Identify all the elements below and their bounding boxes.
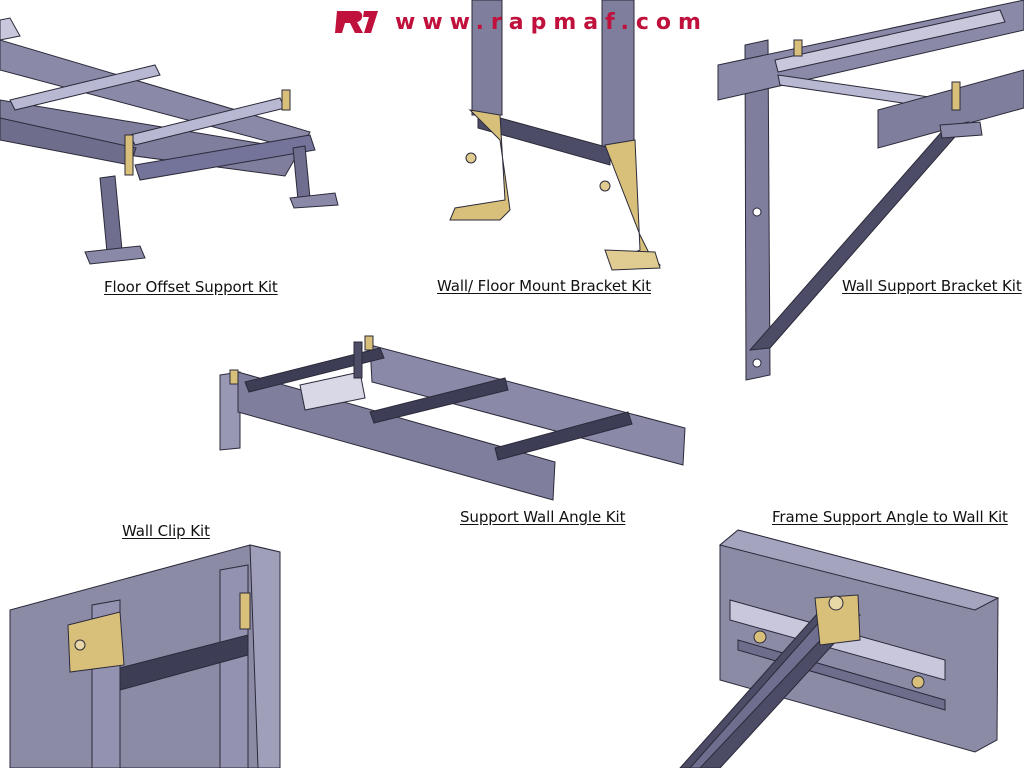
frame-support-angle-drawing	[679, 529, 1000, 768]
brand-header: www.rapmaf.com	[333, 6, 708, 38]
caption-wall-floor-mount-bracket-kit: Wall/ Floor Mount Bracket Kit	[437, 277, 651, 295]
support-wall-angle-drawing	[219, 335, 686, 501]
brand-url: www.rapmaf.com	[395, 9, 708, 35]
wall-floor-mount-drawing	[449, 0, 662, 271]
wall-support-bracket-drawing	[717, 0, 1024, 381]
caption-wall-clip-kit: Wall Clip Kit	[122, 522, 210, 540]
caption-support-wall-angle-kit: Support Wall Angle Kit	[460, 508, 626, 526]
caption-floor-offset-support-kit: Floor Offset Support Kit	[104, 278, 278, 296]
floor-offset-support-drawing	[0, 17, 339, 265]
wall-clip-drawing	[9, 544, 281, 768]
rapmaf-logo-icon	[335, 11, 378, 33]
caption-frame-support-angle-to-wall-kit: Frame Support Angle to Wall Kit	[772, 508, 1008, 526]
caption-wall-support-bracket-kit: Wall Support Bracket Kit	[842, 277, 1022, 295]
